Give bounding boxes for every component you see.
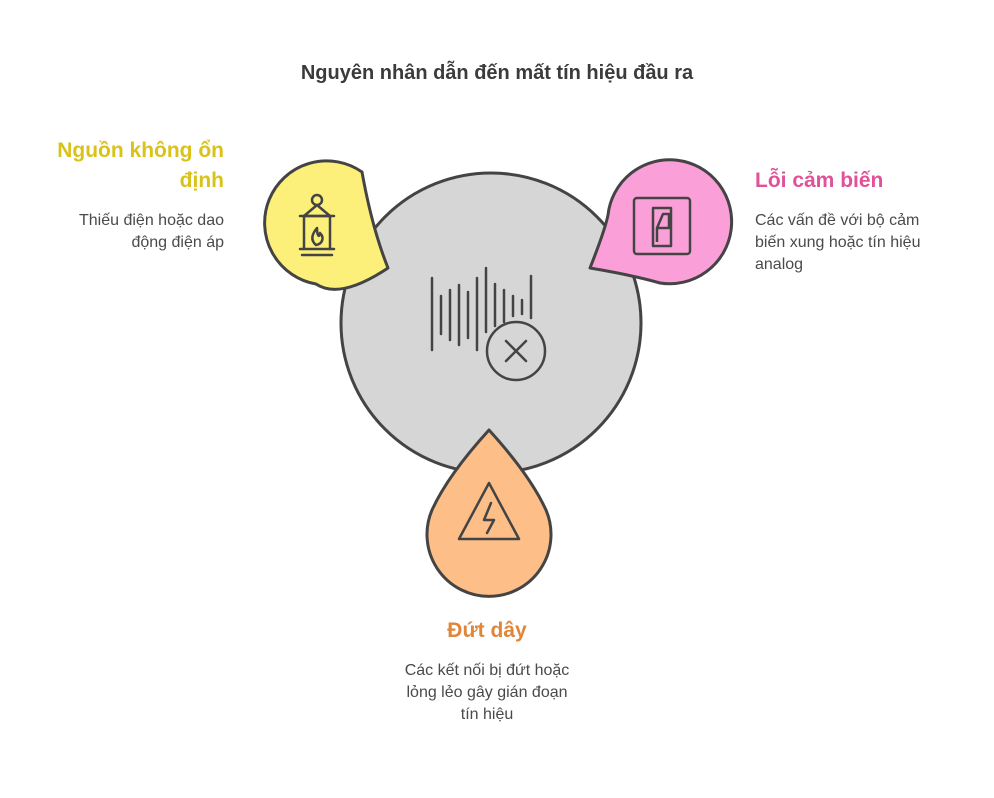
cause-pin-sensor bbox=[588, 158, 734, 286]
signal-loss-icon bbox=[430, 266, 547, 382]
cause-power: Nguồn không ổn định Thiếu điện hoặc dao … bbox=[4, 136, 224, 254]
cause-heading: Đứt dây bbox=[447, 619, 527, 642]
cause-sensor: Lỗi cảm biến Các vấn đề với bộ cảm biến … bbox=[755, 166, 965, 276]
cause-wire: Đứt dây Các kết nối bị đứt hoặc lỏng lẻo… bbox=[372, 616, 602, 726]
cause-heading: Lỗi cảm biến bbox=[755, 169, 884, 192]
cause-pin-wire bbox=[425, 428, 553, 598]
lantern-icon bbox=[298, 193, 336, 257]
center-circle bbox=[339, 171, 643, 475]
cause-pin-power bbox=[263, 159, 390, 291]
cause-description: Các kết nối bị đứt hoặc lỏng lẻo gây giá… bbox=[404, 662, 570, 723]
high-voltage-icon bbox=[457, 481, 521, 541]
cause-description: Thiếu điện hoặc dao động điện áp bbox=[79, 212, 224, 251]
cause-heading: Nguồn không ổn định bbox=[57, 139, 224, 192]
cause-description: Các vấn đề với bộ cảm biến xung hoặc tín… bbox=[755, 212, 921, 273]
diagram-title: Nguyên nhân dẫn đến mất tín hiệu đầu ra bbox=[300, 62, 694, 84]
switch-icon bbox=[632, 196, 692, 256]
